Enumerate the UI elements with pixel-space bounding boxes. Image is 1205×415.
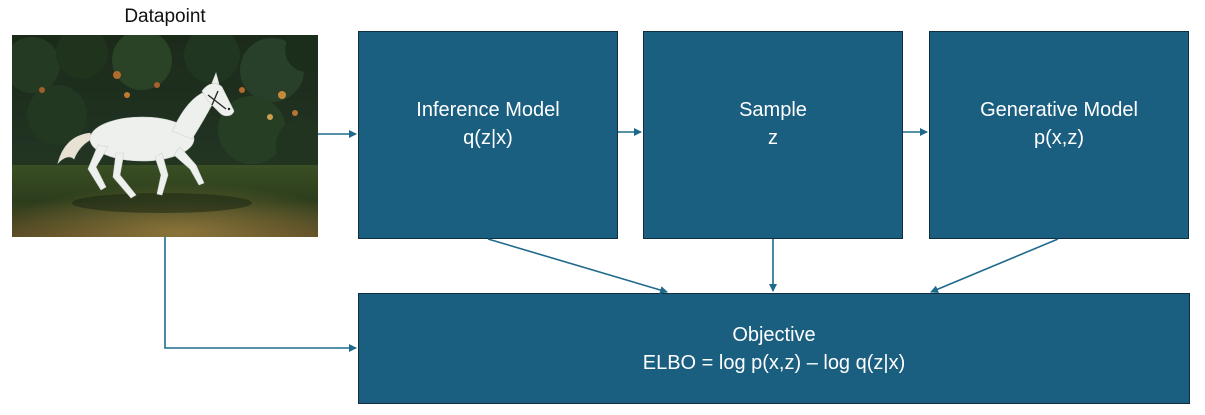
generative-model-title: Generative Model (980, 99, 1138, 121)
inference-model-formula: q(z|x) (463, 127, 513, 149)
arrow-generative-to-objective (930, 238, 1059, 293)
inference-model-title: Inference Model (416, 99, 560, 121)
arrow-image-to-objective (164, 237, 357, 352)
sample-title: Sample (739, 99, 807, 121)
objective-title: Objective (732, 323, 816, 346)
arrow-inference-to-objective (487, 238, 668, 294)
datapoint-caption: Datapoint (124, 6, 206, 27)
elbo-formula: ELBO = log p(x,z) – log q(z|x) (642, 351, 906, 374)
inference-model-box: Inference Model q(z|x) (358, 31, 618, 239)
objective-box: Objective ELBO = log p(x,z) – log q(z|x) (358, 293, 1190, 404)
generative-model-box: Generative Model p(x,z) (929, 31, 1189, 239)
sample-variable: z (768, 127, 778, 149)
generative-model-formula: p(x,z) (1034, 127, 1084, 149)
datapoint-image (12, 35, 318, 237)
sample-box: Sample z (643, 31, 903, 239)
